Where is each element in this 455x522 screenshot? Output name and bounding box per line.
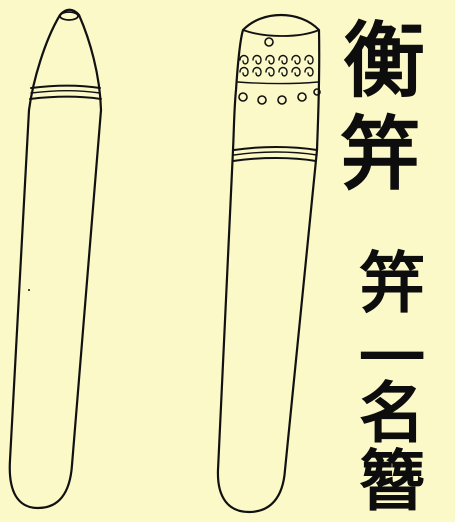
decorated-band-bottom — [232, 157, 317, 162]
plain-hairpin-outline — [8, 8, 103, 510]
plain-hairpin — [8, 8, 103, 510]
decorated-hairpin — [216, 13, 321, 514]
plain-hairpin-band-mid — [30, 90, 101, 94]
decorated-band-mid — [233, 151, 318, 156]
plain-hairpin-tip — [59, 11, 79, 21]
cap-top-curve — [242, 29, 320, 37]
decorated-hairpin-outline — [216, 13, 321, 514]
plain-hairpin-band-bottom — [29, 95, 102, 100]
note-char-ji: 笄 — [359, 244, 425, 322]
note-char-zan: 簪 — [359, 442, 425, 520]
cap-hole — [264, 37, 274, 47]
decorated-band-top — [233, 146, 318, 151]
dot-circle-row — [238, 88, 321, 105]
note-char-ming: 名 — [359, 374, 425, 452]
title-char-heng: 衡 — [342, 13, 425, 109]
plain-hairpin-band-top — [30, 84, 101, 89]
note-char-yi: 一 — [359, 319, 425, 397]
title-char-ji: 笄 — [340, 107, 420, 201]
cloud-scroll-pattern — [239, 54, 314, 77]
pattern-divider — [237, 81, 319, 85]
ink-speck — [28, 289, 30, 291]
